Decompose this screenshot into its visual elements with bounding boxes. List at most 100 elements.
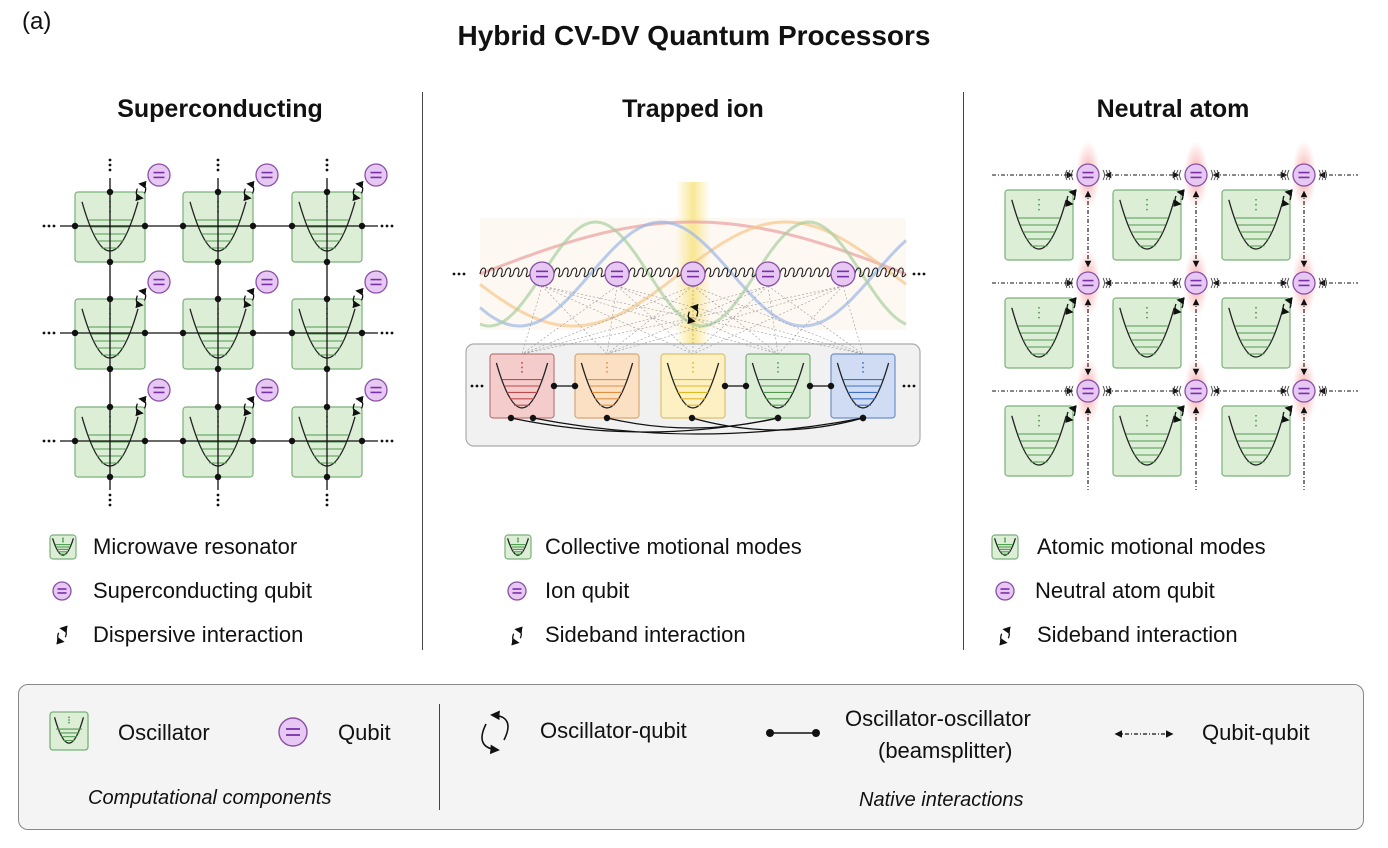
spring	[704, 267, 757, 278]
ellipsis-right	[380, 224, 394, 228]
coupling-fan-line	[692, 285, 844, 355]
emission-marks	[1173, 385, 1219, 397]
heading-neutral-atom: Neutral atom	[1096, 95, 1250, 123]
sc-qubit-icon	[255, 378, 279, 402]
coupling-node	[323, 473, 331, 481]
coupling-node	[179, 222, 187, 230]
spring	[479, 267, 531, 278]
coupling-node	[323, 365, 331, 373]
coupling-node	[214, 258, 222, 266]
legend-arrows-icon	[999, 626, 1011, 646]
emission-marks	[1065, 277, 1111, 289]
coupling-node	[179, 437, 187, 445]
heading-superconducting: Superconducting	[117, 95, 323, 123]
ion-qubit-icon	[755, 261, 781, 287]
legend-arrows-icon	[56, 625, 68, 645]
beamsplitter-arc	[606, 417, 779, 429]
coupling-node	[214, 473, 222, 481]
coupling-node	[859, 414, 867, 422]
legend-atomic-icon	[991, 534, 1019, 560]
emission-marks	[1173, 169, 1219, 181]
legend-microwave-resonator: Microwave resonator	[93, 534, 298, 559]
legend-box-divider	[439, 704, 440, 810]
divider-left	[422, 92, 423, 650]
legend-arrows-icon	[511, 626, 523, 646]
legend-box	[18, 684, 1364, 830]
legend-qubit-icon	[52, 581, 72, 601]
coupling-node	[358, 222, 366, 230]
coupling-node	[106, 295, 114, 303]
coupling-node	[288, 437, 296, 445]
atomic-mode-icon	[1221, 297, 1291, 369]
legend-neutral-atom-qubit: Neutral atom qubit	[1035, 578, 1215, 603]
sideband-arrows-icon	[1065, 297, 1077, 315]
dispersive-arrows-icon	[352, 395, 364, 417]
sc-qubit-icon	[255, 163, 279, 187]
ellipsis-right	[380, 331, 394, 335]
coupling-node	[71, 329, 79, 337]
coupling-node	[214, 295, 222, 303]
coupling-node	[550, 382, 558, 390]
qubit-icon	[278, 717, 308, 747]
sideband-arrows-icon	[1281, 297, 1293, 315]
coupling-node	[603, 414, 611, 422]
atomic-mode-icon	[1004, 297, 1074, 369]
legend-dispersive-interaction: Dispersive interaction	[93, 622, 304, 647]
neutral-atom-qubit-icon	[1292, 163, 1316, 187]
legend-sideband-interaction-atom: Sideband interaction	[1037, 622, 1238, 647]
ion-qubit-icon	[830, 261, 856, 287]
legend-ion-qubit: Ion qubit	[545, 578, 630, 603]
ellipsis-right	[912, 272, 926, 276]
dispersive-arrows-icon	[135, 395, 147, 417]
sc-qubit-icon	[147, 378, 171, 402]
coupling-fan-line	[541, 285, 779, 355]
coupling-fan-line	[767, 285, 779, 355]
sc-qubit-icon	[364, 270, 388, 294]
neutral-atom-qubit-icon	[1076, 163, 1100, 187]
sideband-arrows-icon	[1281, 189, 1293, 207]
emission-marks	[1173, 277, 1219, 289]
coupling-node	[249, 329, 257, 337]
sc-qubit-icon	[364, 378, 388, 402]
dispersive-arrows-icon	[135, 180, 147, 202]
atomic-mode-icon	[1112, 189, 1182, 261]
coupling-fan-line	[606, 285, 844, 355]
coupling-node	[323, 403, 331, 411]
sc-qubit-icon	[147, 163, 171, 187]
oscillator-icon	[49, 711, 89, 751]
atomic-mode-icon	[1112, 297, 1182, 369]
caption-interactions: Native interactions	[859, 789, 1024, 811]
coupling-node	[827, 382, 835, 390]
coupling-node	[106, 188, 114, 196]
sideband-arrows-icon	[1173, 405, 1185, 423]
sideband-arrows-icon	[1281, 405, 1293, 423]
coupling-node	[323, 295, 331, 303]
spring	[628, 267, 682, 278]
coupling-node	[774, 414, 782, 422]
spring	[854, 267, 907, 278]
coupling-node	[529, 414, 537, 422]
neutral-atom-qubit-icon	[1184, 271, 1208, 295]
coupling-fan-line	[616, 285, 779, 355]
dispersive-arrows-icon	[352, 287, 364, 309]
coupling-node	[214, 365, 222, 373]
coupling-node	[507, 414, 515, 422]
emission-marks	[1065, 169, 1111, 181]
atomic-mode-icon	[1112, 405, 1182, 477]
oscillator-qubit-arrows-icon	[481, 710, 509, 755]
dispersive-arrows-icon	[243, 395, 255, 417]
label-beamsplitter: (beamsplitter)	[878, 738, 1013, 763]
legend-atomic-modes: Atomic motional modes	[1037, 534, 1266, 559]
label-qubit: Qubit	[338, 720, 391, 745]
atomic-mode-icon	[1004, 189, 1074, 261]
emission-marks	[1065, 385, 1111, 397]
coupling-node	[806, 382, 814, 390]
dispersive-arrows-icon	[135, 287, 147, 309]
coupling-node	[106, 403, 114, 411]
coupling-node	[358, 437, 366, 445]
coupling-node	[214, 403, 222, 411]
legend-motional-icon	[504, 534, 532, 560]
figure-title: Hybrid CV-DV Quantum Processors	[457, 20, 931, 51]
heading-trapped-ion: Trapped ion	[622, 95, 764, 123]
